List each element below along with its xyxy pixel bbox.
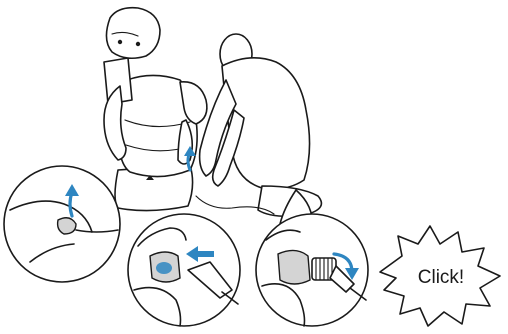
detail-circle-3 [256, 214, 368, 326]
person-figure [196, 34, 321, 229]
detail-circle-2 [128, 214, 240, 326]
click-starburst: Click! [380, 226, 500, 326]
click-label: Click! [418, 267, 464, 288]
robot-figure [104, 8, 207, 211]
detail-circle-1 [4, 166, 120, 282]
